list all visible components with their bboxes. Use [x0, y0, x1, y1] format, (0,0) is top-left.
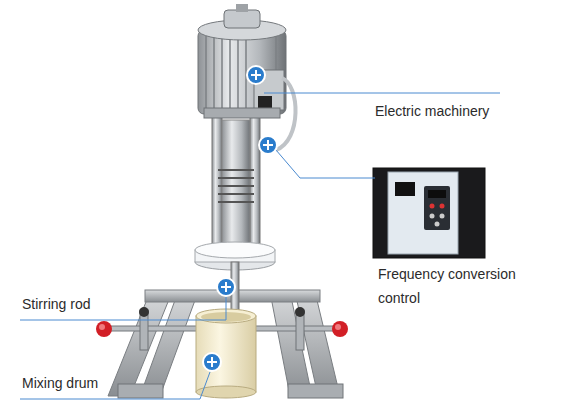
part-label: Electric machinery	[375, 99, 555, 123]
part-label: Stirring rod	[22, 292, 182, 316]
part-label: Frequency conversion control	[378, 262, 518, 310]
callout-marker	[203, 66, 277, 371]
part-label: Mixing drum	[22, 371, 182, 395]
